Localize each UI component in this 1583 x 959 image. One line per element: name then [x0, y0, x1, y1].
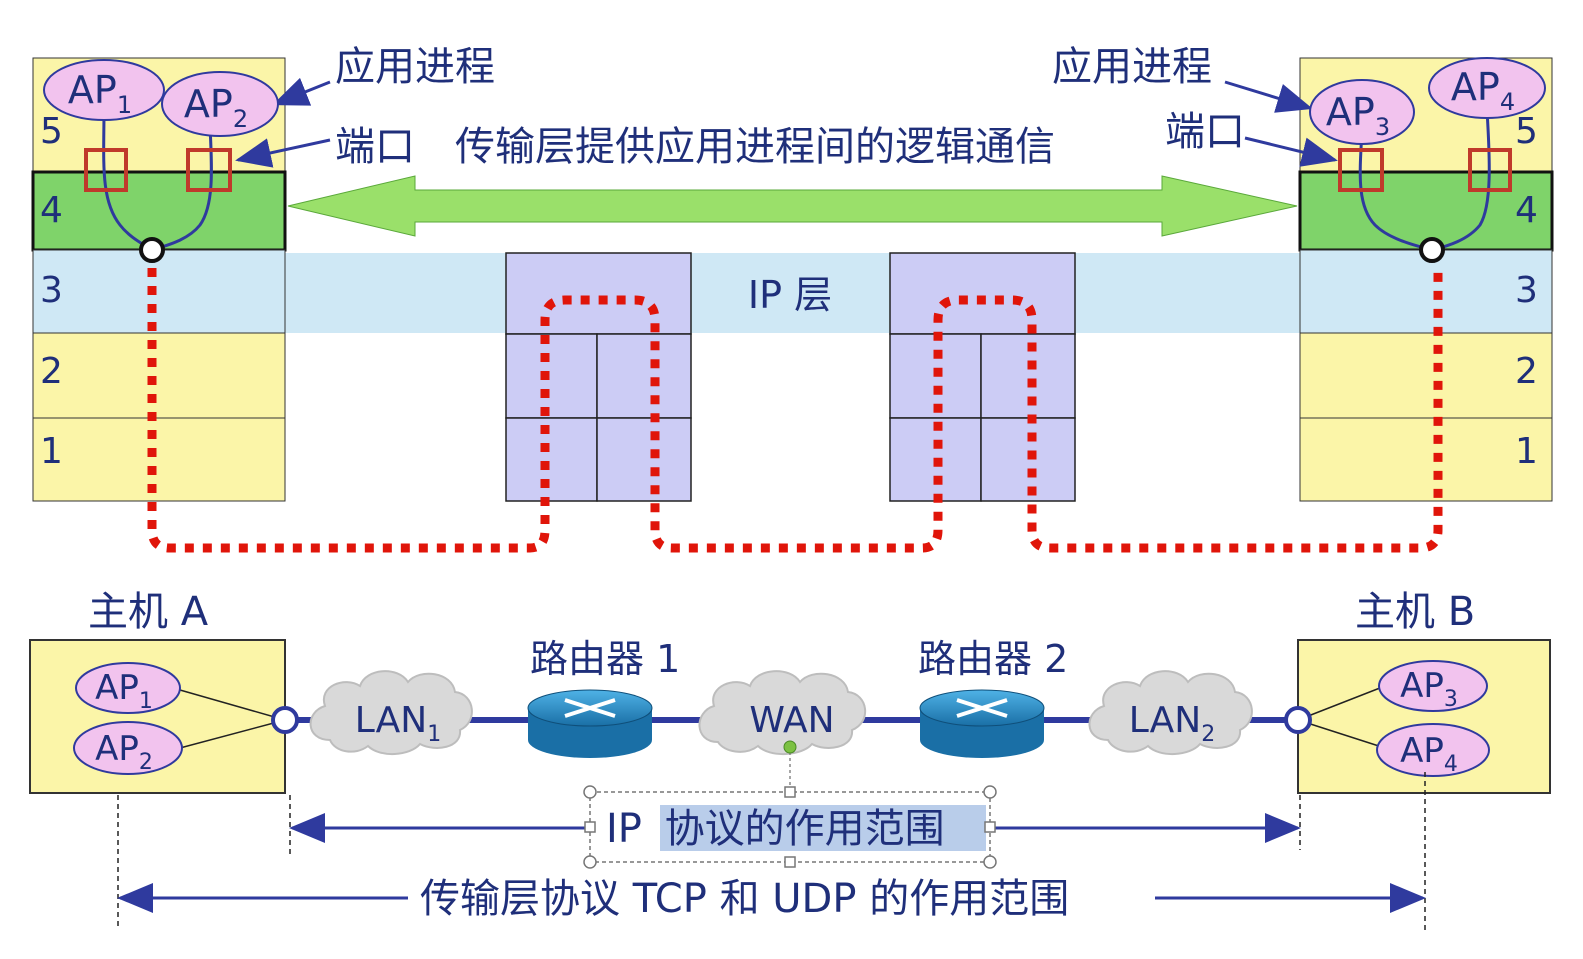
- port-square: [1338, 148, 1384, 192]
- transport-socket-node: [139, 237, 165, 263]
- wan-cloud: WAN: [698, 670, 867, 756]
- process-link: [1297, 685, 1386, 749]
- layer-3-label: 3: [40, 270, 63, 311]
- logical-communication-arrow: [287, 175, 1298, 237]
- router-1-label: 路由器 1: [530, 637, 680, 681]
- host-a-socket-node: [271, 706, 299, 734]
- port-square: [1468, 148, 1512, 192]
- process-link: [1431, 109, 1491, 252]
- app-process-label-right: 应用进程: [1052, 44, 1212, 90]
- layer-2-label: 2: [1515, 351, 1538, 392]
- svg-text:AP2: AP2: [184, 82, 248, 133]
- ap1-process: AP1: [43, 59, 165, 121]
- port-label-left: 端口: [335, 124, 415, 170]
- ap3-process: AP3: [1309, 79, 1415, 145]
- app-process-label-left: 应用进程: [335, 44, 495, 90]
- svg-text:LAN1: LAN1: [355, 700, 441, 747]
- router-2-icon: [919, 689, 1045, 758]
- process-link: [151, 124, 213, 252]
- ap2-process-bottom: AP2: [73, 721, 183, 775]
- text-selection-box[interactable]: [583, 740, 997, 869]
- svg-text:AP4: AP4: [1451, 65, 1515, 116]
- router-1-icon: [527, 689, 653, 758]
- port-label-right: 端口: [1165, 109, 1245, 155]
- router-1-stack: [505, 252, 692, 502]
- transport-comm-title: 传输层提供应用进程间的逻辑通信: [455, 124, 1055, 170]
- svg-text:AP2: AP2: [95, 729, 153, 775]
- ip-scope-label: IP 协议的作用范围: [606, 806, 945, 852]
- layer-1-label: 1: [40, 431, 63, 472]
- router-2-label: 路由器 2: [918, 637, 1068, 681]
- layer-3-label: 3: [1515, 270, 1538, 311]
- svg-text:AP3: AP3: [1326, 90, 1390, 141]
- port-square: [84, 148, 128, 192]
- pointer-arrow: [235, 138, 331, 168]
- layer-2-label: 2: [40, 351, 63, 392]
- layer-4-label: 4: [40, 190, 63, 231]
- layer-5-label: 5: [1515, 111, 1538, 152]
- host-a-label: 主机 A: [88, 589, 209, 635]
- ap4-process-bottom: AP4: [1376, 723, 1490, 777]
- host-b-socket-node: [1284, 706, 1312, 734]
- lan1-cloud: LAN1: [309, 670, 473, 755]
- ip-layer-label: IP 层: [748, 273, 832, 317]
- ap4-process: AP4: [1428, 57, 1546, 119]
- svg-text:AP1: AP1: [95, 668, 153, 714]
- layer-1-label: 1: [1515, 431, 1538, 472]
- svg-text:AP3: AP3: [1400, 666, 1458, 712]
- process-link: [1358, 129, 1433, 252]
- pointer-arrow: [1224, 80, 1313, 113]
- lan2-cloud: LAN2: [1088, 670, 1253, 755]
- host-b-label: 主机 B: [1355, 589, 1475, 635]
- data-path-dotted: [147, 268, 1443, 553]
- pointer-arrow: [1244, 136, 1338, 167]
- ip-layer-band: [285, 253, 1300, 333]
- layer-4-label: 4: [1515, 190, 1538, 231]
- svg-text:AP4: AP4: [1400, 731, 1458, 777]
- tcp-udp-scope-label: 传输层协议 TCP 和 UDP 的作用范围: [420, 876, 1069, 922]
- layer-5-label: 5: [40, 111, 63, 152]
- router-2-stack: [889, 252, 1076, 502]
- ap2-process: AP2: [161, 71, 279, 137]
- svg-text:LAN2: LAN2: [1129, 700, 1215, 747]
- ap1-process-bottom: AP1: [75, 662, 181, 714]
- svg-text:WAN: WAN: [749, 700, 834, 741]
- transport-socket-node: [1419, 237, 1445, 263]
- ap3-process-bottom: AP3: [1378, 660, 1488, 712]
- process-link: [179, 689, 286, 749]
- svg-text:AP1: AP1: [68, 68, 132, 119]
- port-square: [186, 148, 232, 192]
- pointer-arrow: [272, 77, 331, 106]
